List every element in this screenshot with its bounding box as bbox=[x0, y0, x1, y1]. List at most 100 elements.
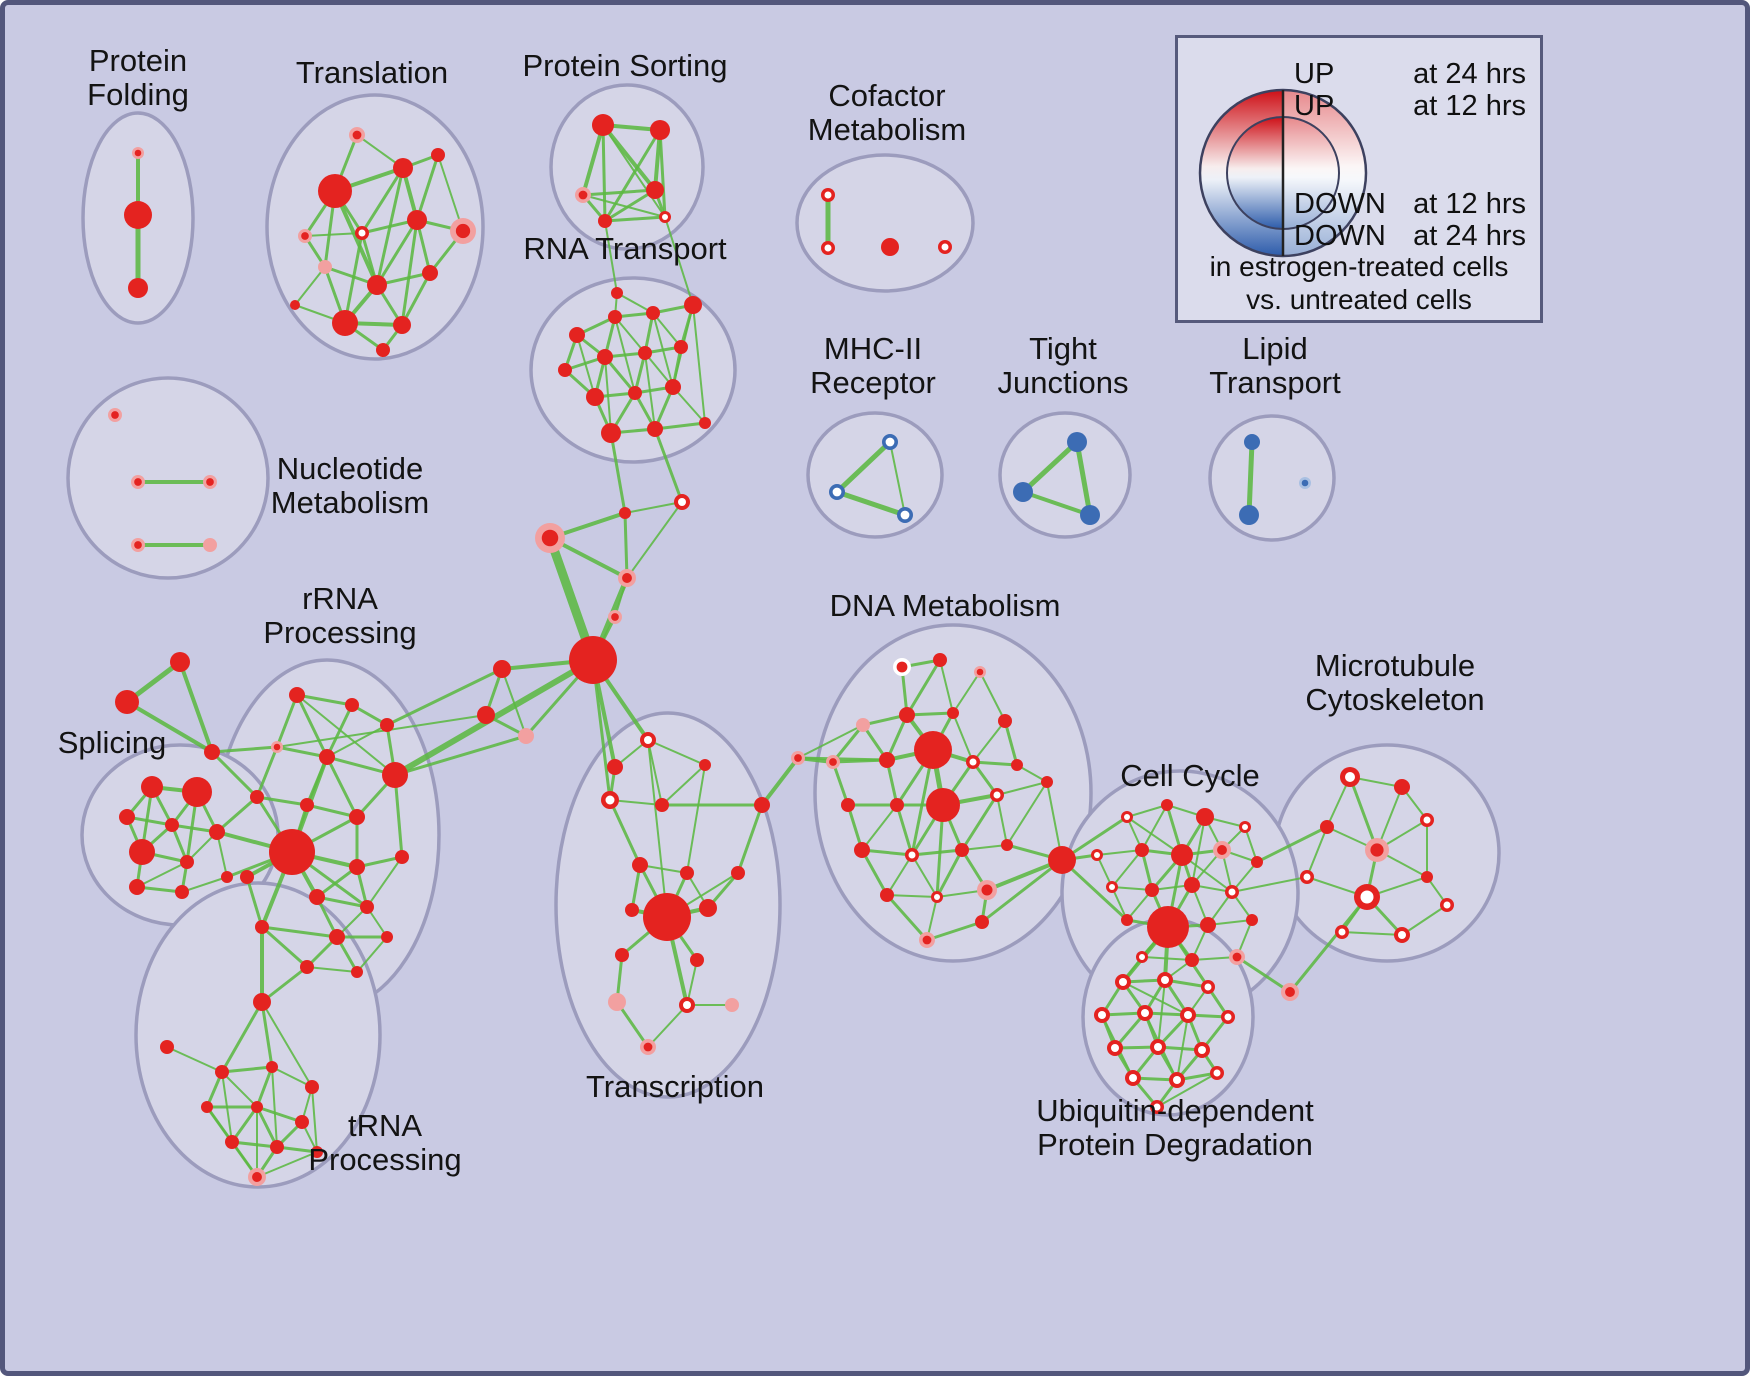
gene-node-36[interactable] bbox=[586, 388, 604, 406]
gene-node-123[interactable] bbox=[1180, 1007, 1196, 1023]
gene-node-145[interactable] bbox=[182, 777, 212, 807]
gene-node-23[interactable] bbox=[659, 211, 671, 223]
gene-node-39[interactable] bbox=[601, 423, 621, 443]
gene-node-86[interactable] bbox=[990, 788, 1004, 802]
gene-node-24[interactable] bbox=[821, 188, 835, 202]
gene-node-192[interactable] bbox=[1067, 432, 1087, 452]
gene-node-119[interactable] bbox=[1157, 972, 1173, 988]
gene-node-44[interactable] bbox=[674, 494, 690, 510]
gene-node-94[interactable] bbox=[977, 880, 997, 900]
gene-node-92[interactable] bbox=[880, 888, 894, 902]
gene-node-32[interactable] bbox=[558, 363, 572, 377]
gene-node-138[interactable] bbox=[1354, 884, 1380, 910]
gene-node-74[interactable] bbox=[856, 718, 870, 732]
gene-node-62[interactable] bbox=[643, 893, 691, 941]
gene-node-99[interactable] bbox=[1161, 799, 1173, 811]
gene-node-127[interactable] bbox=[1194, 1042, 1210, 1058]
gene-node-83[interactable] bbox=[841, 798, 855, 812]
gene-node-180[interactable] bbox=[266, 1061, 278, 1073]
gene-node-201[interactable] bbox=[131, 538, 145, 552]
gene-node-121[interactable] bbox=[1094, 1007, 1110, 1023]
gene-node-69[interactable] bbox=[725, 998, 739, 1012]
gene-node-10[interactable] bbox=[450, 218, 476, 244]
gene-node-28[interactable] bbox=[569, 327, 585, 343]
gene-node-152[interactable] bbox=[175, 885, 189, 899]
gene-node-160[interactable] bbox=[271, 741, 283, 753]
gene-node-96[interactable] bbox=[975, 915, 989, 929]
gene-node-84[interactable] bbox=[890, 798, 904, 812]
gene-node-171[interactable] bbox=[360, 900, 374, 914]
gene-node-131[interactable] bbox=[1150, 1100, 1164, 1114]
gene-node-191[interactable] bbox=[897, 507, 913, 523]
gene-node-79[interactable] bbox=[879, 752, 895, 768]
gene-node-132[interactable] bbox=[1340, 767, 1360, 787]
gene-node-37[interactable] bbox=[628, 386, 642, 400]
gene-node-55[interactable] bbox=[601, 791, 619, 809]
gene-node-165[interactable] bbox=[349, 809, 365, 825]
gene-node-102[interactable] bbox=[1091, 849, 1103, 861]
gene-node-198[interactable] bbox=[108, 408, 122, 422]
gene-node-63[interactable] bbox=[699, 899, 717, 917]
gene-node-117[interactable] bbox=[1229, 949, 1245, 965]
gene-node-56[interactable] bbox=[655, 798, 669, 812]
gene-node-53[interactable] bbox=[607, 759, 623, 775]
gene-node-140[interactable] bbox=[1335, 925, 1349, 939]
gene-node-70[interactable] bbox=[640, 1039, 656, 1055]
gene-node-41[interactable] bbox=[699, 417, 711, 429]
gene-node-60[interactable] bbox=[680, 866, 694, 880]
gene-node-184[interactable] bbox=[295, 1115, 309, 1129]
gene-node-47[interactable] bbox=[569, 636, 617, 684]
gene-node-13[interactable] bbox=[422, 265, 438, 281]
gene-node-197[interactable] bbox=[1299, 477, 1311, 489]
gene-node-21[interactable] bbox=[646, 181, 664, 199]
gene-node-11[interactable] bbox=[318, 260, 332, 274]
gene-node-169[interactable] bbox=[240, 870, 254, 884]
gene-node-7[interactable] bbox=[298, 229, 312, 243]
gene-node-134[interactable] bbox=[1320, 820, 1334, 834]
gene-node-193[interactable] bbox=[1013, 482, 1033, 502]
gene-node-166[interactable] bbox=[269, 829, 315, 875]
gene-node-164[interactable] bbox=[300, 798, 314, 812]
gene-node-133[interactable] bbox=[1394, 779, 1410, 795]
gene-node-186[interactable] bbox=[270, 1140, 284, 1154]
gene-node-148[interactable] bbox=[209, 824, 225, 840]
gene-node-161[interactable] bbox=[319, 749, 335, 765]
gene-node-80[interactable] bbox=[914, 731, 952, 769]
gene-node-114[interactable] bbox=[1246, 914, 1258, 926]
gene-node-30[interactable] bbox=[646, 306, 660, 320]
gene-node-40[interactable] bbox=[647, 421, 663, 437]
gene-node-170[interactable] bbox=[309, 889, 325, 905]
gene-node-196[interactable] bbox=[1239, 505, 1259, 525]
gene-node-115[interactable] bbox=[1136, 951, 1148, 963]
gene-node-182[interactable] bbox=[201, 1101, 213, 1113]
gene-node-177[interactable] bbox=[253, 993, 271, 1011]
gene-node-101[interactable] bbox=[1239, 821, 1251, 833]
gene-node-76[interactable] bbox=[947, 707, 959, 719]
gene-node-162[interactable] bbox=[382, 762, 408, 788]
gene-node-194[interactable] bbox=[1080, 505, 1100, 525]
gene-node-187[interactable] bbox=[311, 1146, 323, 1158]
gene-node-16[interactable] bbox=[290, 300, 300, 310]
gene-node-176[interactable] bbox=[351, 966, 363, 978]
gene-node-25[interactable] bbox=[821, 241, 835, 255]
gene-node-58[interactable] bbox=[791, 751, 805, 765]
gene-node-146[interactable] bbox=[119, 809, 135, 825]
gene-node-0[interactable] bbox=[132, 147, 144, 159]
gene-node-17[interactable] bbox=[376, 343, 390, 357]
gene-node-93[interactable] bbox=[931, 891, 943, 903]
gene-node-116[interactable] bbox=[1185, 953, 1199, 967]
gene-node-12[interactable] bbox=[367, 275, 387, 295]
gene-node-81[interactable] bbox=[966, 755, 980, 769]
gene-node-175[interactable] bbox=[300, 960, 314, 974]
gene-node-156[interactable] bbox=[204, 744, 220, 760]
gene-node-9[interactable] bbox=[407, 210, 427, 230]
gene-node-173[interactable] bbox=[329, 929, 345, 945]
gene-node-5[interactable] bbox=[393, 158, 413, 178]
gene-node-95[interactable] bbox=[919, 932, 935, 948]
gene-node-45[interactable] bbox=[619, 507, 631, 519]
gene-node-174[interactable] bbox=[381, 931, 393, 943]
gene-node-89[interactable] bbox=[905, 848, 919, 862]
gene-node-46[interactable] bbox=[618, 569, 636, 587]
gene-node-35[interactable] bbox=[674, 340, 688, 354]
gene-node-181[interactable] bbox=[305, 1080, 319, 1094]
